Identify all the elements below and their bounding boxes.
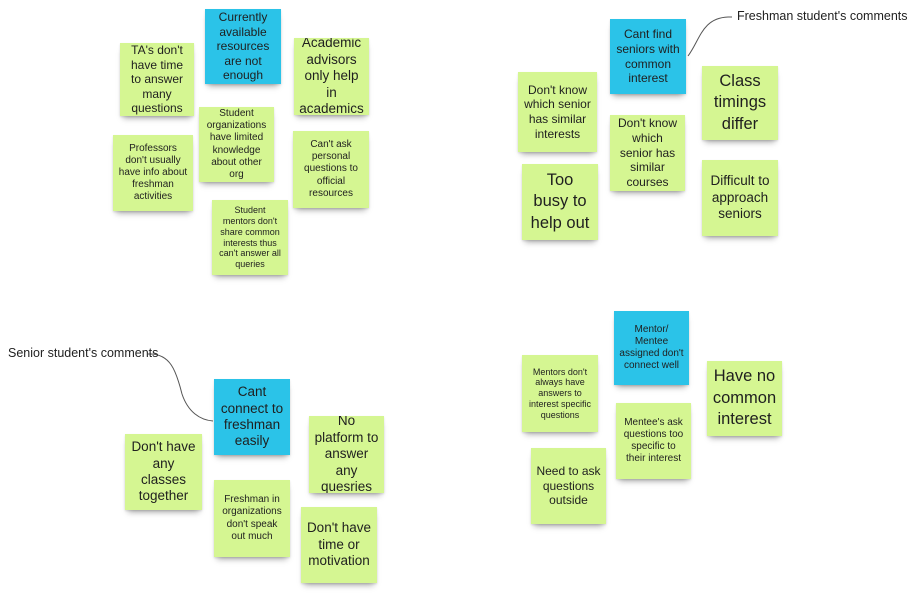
- sticky-note-mentee-ask[interactable]: Mentee's ask questions too specific to t…: [616, 403, 691, 479]
- freshman-comment-connector: [687, 16, 729, 57]
- freshman-comments-label: Freshman student's comments: [737, 9, 907, 23]
- sticky-note-no-classes[interactable]: Don't have any classes together: [125, 434, 202, 510]
- sticky-note-orgs[interactable]: Student organizations have limited knowl…: [199, 107, 274, 182]
- sticky-note-cant-find[interactable]: Cant find seniors with common interest: [610, 19, 686, 94]
- sticky-note-tas[interactable]: TA's don't have time to answer many ques…: [120, 43, 194, 116]
- sticky-note-personal[interactable]: Can't ask personal questions to official…: [293, 131, 369, 208]
- sticky-note-no-common-interest[interactable]: Have no common interest: [707, 361, 782, 436]
- sticky-note-no-time[interactable]: Don't have time or motivation: [301, 507, 377, 583]
- sticky-note-mentors-answers[interactable]: Mentors don't always have answers to int…: [522, 355, 598, 432]
- sticky-note-mentors-interests[interactable]: Student mentors don't share common inter…: [212, 200, 288, 275]
- sticky-note-dont-know-courses[interactable]: Don't know which senior has similar cour…: [610, 115, 685, 191]
- senior-comments-label: Senior student's comments: [8, 346, 159, 360]
- sticky-note-fresh-orgs[interactable]: Freshman in organizations don't speak ou…: [214, 480, 290, 557]
- senior-comment-connector: [149, 353, 214, 422]
- sticky-note-no-platform[interactable]: No platform to answer any quesries: [309, 416, 384, 493]
- sticky-note-outside[interactable]: Need to ask questions outside: [531, 448, 606, 524]
- sticky-note-dont-know-interests[interactable]: Don't know which senior has similar inte…: [518, 72, 597, 152]
- sticky-note-mentor-mentee[interactable]: Mentor/ Mentee assigned don't connect we…: [614, 311, 689, 385]
- sticky-note-class-timings[interactable]: Class timings differ: [702, 66, 778, 140]
- sticky-note-professors[interactable]: Professors don't usually have info about…: [113, 135, 193, 211]
- sticky-note-difficult[interactable]: Difficult to approach seniors: [702, 160, 778, 236]
- sticky-note-resources[interactable]: Currently available resources are not en…: [205, 9, 281, 84]
- sticky-note-advisors[interactable]: Academic advisors only help in academics: [294, 38, 369, 115]
- sticky-note-cant-connect[interactable]: Cant connect to freshman easily: [214, 379, 290, 455]
- sticky-note-too-busy[interactable]: Too busy to help out: [522, 164, 598, 240]
